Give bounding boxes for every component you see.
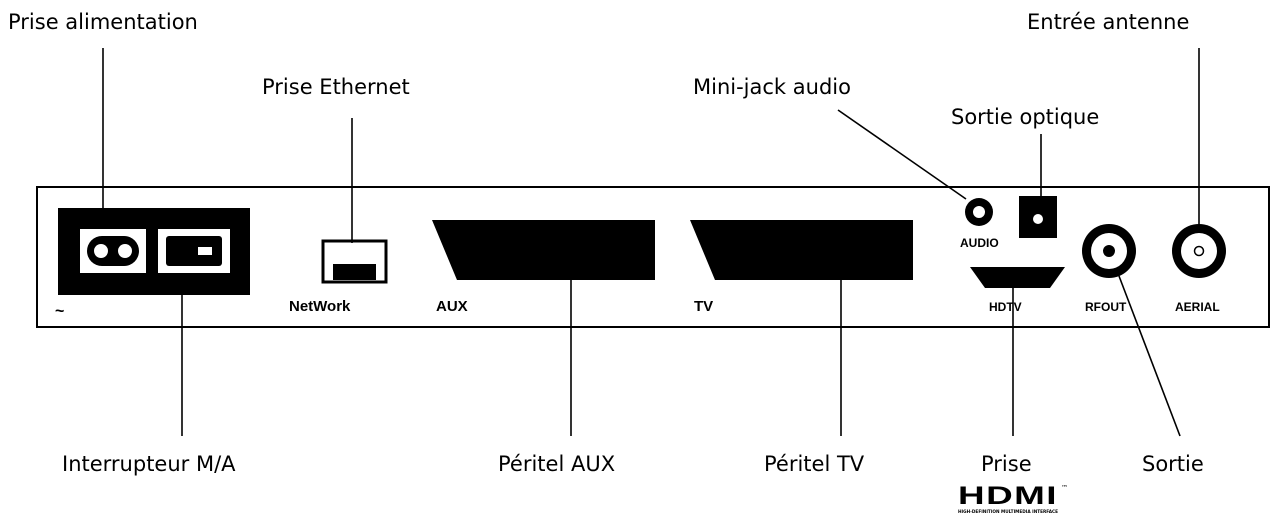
- hdmi-tagline: HIGH-DEFINITION MULTIMEDIA INTERFACE: [958, 509, 1058, 514]
- network-label: NetWork: [289, 298, 351, 315]
- ethernet-port-icon: [321, 239, 388, 284]
- callout-ethernet: Prise Ethernet: [262, 75, 410, 99]
- power-symbol-label: ~: [55, 303, 64, 320]
- leader-rf-output: [1118, 275, 1181, 437]
- callout-power-socket: Prise alimentation: [8, 10, 198, 34]
- power-socket-icon: [80, 229, 146, 273]
- hdmi-trademark: ™: [1061, 484, 1068, 492]
- callout-minijack: Mini-jack audio: [693, 75, 851, 99]
- hdmi-wordmark: HDMI: [958, 482, 1058, 510]
- callout-hdmi: Prise: [981, 452, 1032, 476]
- callout-power-switch: Interrupteur M/A: [62, 452, 236, 476]
- hdmi-port: [970, 267, 1065, 288]
- callout-scart-tv: Péritel TV: [764, 452, 865, 476]
- aerial-input-connector: [1172, 224, 1226, 278]
- aux-label: AUX: [436, 298, 468, 315]
- scart-tv-connector: [690, 220, 913, 280]
- rfout-label: RFOUT: [1085, 300, 1127, 314]
- audio-label: AUDIO: [960, 236, 999, 250]
- aerial-label: AERIAL: [1175, 300, 1220, 314]
- rf-output-connector: [1082, 224, 1136, 278]
- callout-optical: Sortie optique: [951, 105, 1099, 129]
- scart-aux-connector: [432, 220, 655, 280]
- audio-minijack-icon: [965, 198, 993, 226]
- callout-rf-output: Sortie: [1142, 452, 1204, 476]
- power-switch-icon: [158, 229, 230, 273]
- callout-scart-aux: Péritel AUX: [498, 452, 615, 476]
- callout-antenna: Entrée antenne: [1027, 10, 1189, 34]
- hdmi-logo: HDMI ™ HIGH-DEFINITION MULTIMEDIA INTERF…: [958, 482, 1068, 514]
- leader-minijack: [837, 109, 967, 200]
- tv-label: TV: [694, 298, 713, 315]
- hdtv-label: HDTV: [989, 300, 1022, 314]
- optical-output-icon: [1019, 196, 1057, 238]
